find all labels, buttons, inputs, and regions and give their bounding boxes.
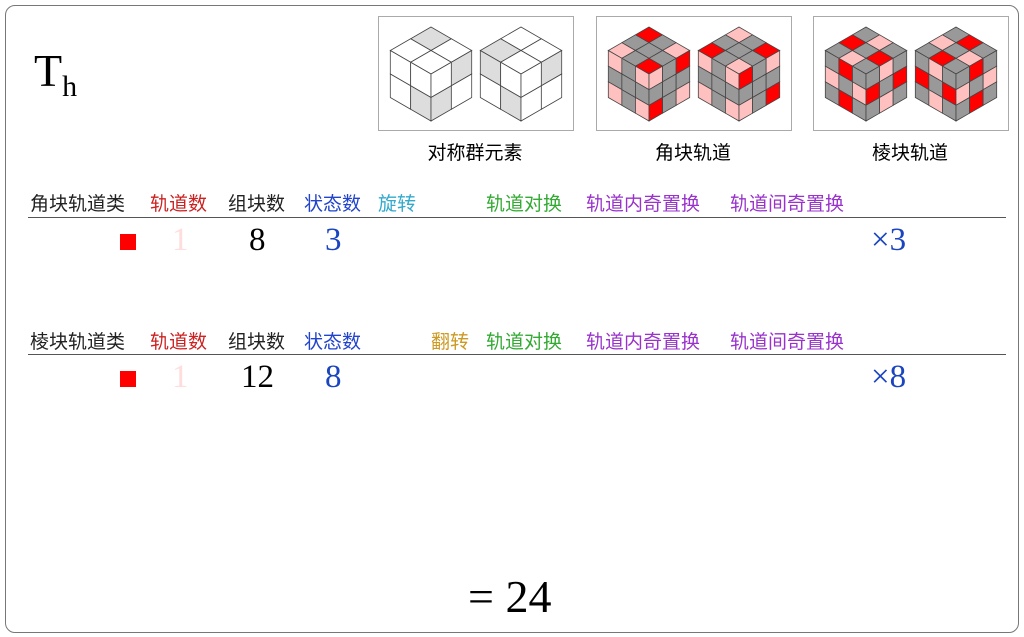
cube-facelet (765, 81, 781, 107)
header-orbit-swap: 轨道对换 (486, 331, 563, 353)
total-result: = 24 (468, 571, 552, 622)
header-orbits: 轨道数 (150, 193, 208, 215)
state-count: 3 (325, 222, 342, 258)
orbit-color-swatch (120, 234, 136, 250)
card-frame (5, 5, 1019, 633)
divider (28, 354, 1006, 355)
header-class: 角块轨道类 (30, 193, 126, 215)
state-count: 8 (325, 359, 342, 395)
orbit-count: 1 (172, 222, 189, 258)
cube-facelet (450, 73, 473, 110)
cube-facelet (892, 81, 908, 107)
multiplier: ×3 (871, 222, 907, 258)
header-flip: 翻转 (431, 331, 470, 353)
edge-orbit-caption: 棱块轨道 (871, 142, 948, 164)
header-class: 棱块轨道类 (30, 331, 126, 353)
header-rotation: 旋转 (378, 193, 417, 215)
header-pieces: 组块数 (228, 331, 286, 353)
corner-orbit-image (596, 16, 792, 131)
header-pieces: 组块数 (228, 193, 286, 215)
header-states: 状态数 (304, 331, 362, 353)
header-states: 状态数 (304, 193, 362, 215)
cube-facelet (675, 81, 691, 107)
symmetry-caption: 对称群元素 (427, 142, 523, 164)
cube-facelet (540, 73, 563, 110)
header-odd-between-orbits: 轨道间奇置换 (730, 331, 845, 353)
orbit-count: 1 (172, 359, 189, 395)
group-title: Th (34, 45, 78, 103)
header-odd-in-orbit: 轨道内奇置换 (586, 331, 701, 353)
piece-count: 12 (241, 359, 274, 395)
header-odd-between-orbits: 轨道间奇置换 (730, 193, 845, 215)
multiplier: ×8 (871, 359, 907, 395)
header-orbits: 轨道数 (150, 331, 208, 353)
orbit-color-swatch (120, 371, 136, 387)
corner-orbit-caption: 角块轨道 (654, 142, 731, 164)
header-odd-in-orbit: 轨道内奇置换 (586, 193, 701, 215)
header-orbit-swap: 轨道对换 (486, 193, 563, 215)
divider (28, 217, 1006, 218)
symmetry-image (378, 16, 574, 131)
cube-facelet (982, 81, 998, 107)
piece-count: 8 (249, 222, 266, 258)
edge-orbit-image (813, 16, 1009, 131)
